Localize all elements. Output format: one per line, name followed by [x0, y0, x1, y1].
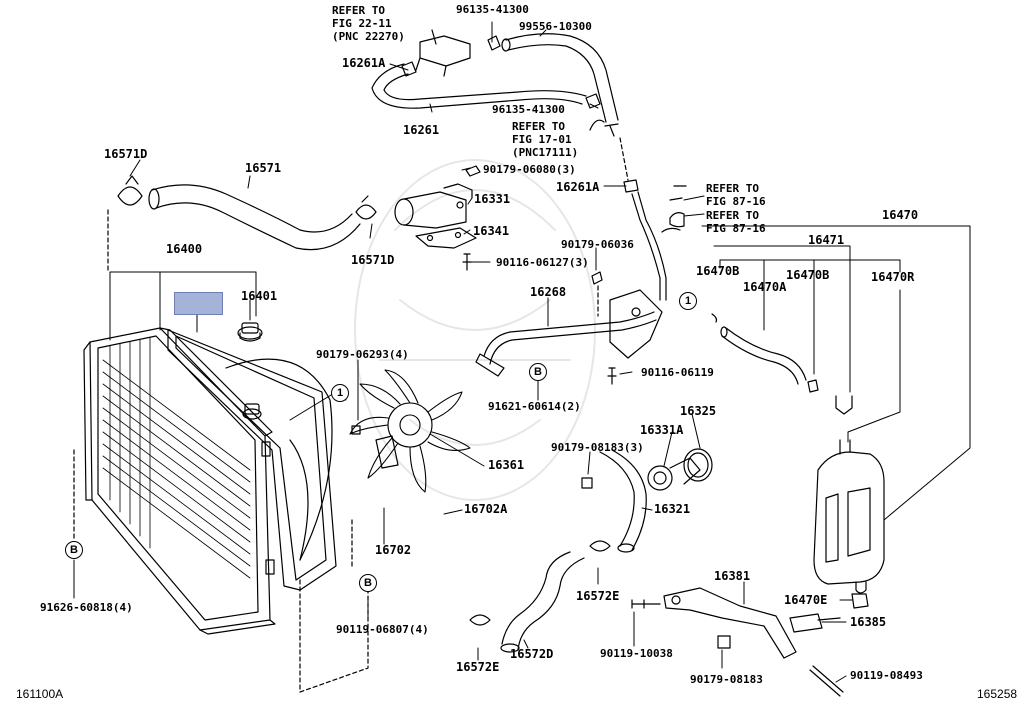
label-16571D-bottom[interactable]: 16571D [351, 253, 395, 267]
thermostat-16331A-drawing [647, 457, 701, 491]
label-16321[interactable]: 16321 [654, 502, 691, 516]
label-96135-mid[interactable]: 96135-41300 [492, 103, 565, 116]
reservoir-drawing [813, 395, 885, 594]
ref-fig22-line1: REFER TO [332, 4, 385, 17]
callout-b-91621[interactable]: B [529, 363, 547, 381]
label-16385[interactable]: 16385 [850, 615, 887, 629]
label-16331[interactable]: 16331 [474, 192, 511, 206]
ref-fig17[interactable]: REFER TO FIG 17-01 (PNC17111) [512, 120, 578, 159]
label-16571[interactable]: 16571 [245, 161, 282, 175]
dashed-leaders [73, 137, 629, 693]
label-16341[interactable]: 16341 [473, 224, 510, 238]
label-16325[interactable]: 16325 [680, 404, 717, 418]
label-90116-06127[interactable]: 90116-06127(3) [496, 256, 589, 269]
clamp-16571D-top [117, 175, 143, 206]
label-16470R[interactable]: 16470R [871, 270, 915, 284]
hook-fig17-drawing [589, 119, 605, 131]
label-16268[interactable]: 16268 [530, 285, 567, 299]
hose-16261-drawing [371, 33, 619, 137]
callout-b-90119[interactable]: B [359, 574, 377, 592]
ref-fig87a-line2: FIG 87-16 [706, 195, 766, 208]
ref-fig17-line1: REFER TO [512, 120, 565, 133]
label-90179-08183[interactable]: 90179-08183 [690, 673, 763, 686]
clamp-16571D-bottom [355, 195, 377, 220]
label-16401[interactable]: 16401 [241, 289, 278, 303]
water-outlet-16331-drawing [394, 183, 473, 229]
label-90116-06119[interactable]: 90116-06119 [641, 366, 714, 379]
label-16470B-right[interactable]: 16470B [786, 268, 830, 282]
ref-fig17-line3: (PNC17111) [512, 146, 579, 159]
ref-fig22[interactable]: REFER TO FIG 22-11 (PNC 22270) [332, 4, 405, 43]
gasket-16325-drawing [683, 448, 713, 482]
cap-16401-drawing [237, 322, 263, 342]
label-16702[interactable]: 16702 [375, 543, 412, 557]
label-16261A-top[interactable]: 16261A [342, 56, 386, 70]
label-16572D[interactable]: 16572D [510, 647, 554, 661]
highlighted-part-box[interactable] [174, 292, 223, 315]
figure-id-right: 165258 [977, 687, 1018, 701]
fan-drawing [349, 369, 471, 493]
ref-fig22-line2: FIG 22-11 [332, 17, 392, 30]
label-16400[interactable]: 16400 [166, 242, 203, 256]
gasket-16341-drawing [415, 227, 477, 249]
label-90179-06036[interactable]: 90179-06036 [561, 238, 634, 251]
label-91626-60818[interactable]: 91626-60818(4) [40, 601, 133, 614]
callout-1-reservoir[interactable]: 1 [679, 292, 697, 310]
hose-16470A-drawing [711, 313, 819, 393]
ref-fig17-line2: FIG 17-01 [512, 133, 572, 146]
radiator-drawing [83, 327, 276, 635]
label-16702A[interactable]: 16702A [464, 502, 508, 516]
hose-16321-drawing [599, 449, 647, 553]
figure-id-left: 161100A [16, 687, 64, 701]
ref-fig87b-line1: REFER TO [706, 209, 759, 222]
bolt-drawings [351, 165, 844, 697]
ref-fig87b[interactable]: REFER TO FIG 87-16 [706, 209, 766, 235]
label-90179-06080[interactable]: 90179-06080(3) [483, 163, 576, 176]
label-16331A[interactable]: 16331A [640, 423, 684, 437]
label-16470B-left[interactable]: 16470B [696, 264, 740, 278]
ref-fig87a[interactable]: REFER TO FIG 87-16 [706, 182, 766, 208]
bracket-16381-drawing [663, 587, 797, 659]
label-90179-08183-3[interactable]: 90179-08183(3) [551, 441, 644, 454]
watermark [354, 159, 596, 501]
fan-shroud-drawing [167, 329, 337, 591]
leader-lines [73, 21, 971, 683]
hose-overflow-drawing [631, 185, 687, 301]
clamps-16572E-drawing [469, 540, 611, 626]
clamp-upper-drawings [401, 35, 639, 193]
label-99556[interactable]: 99556-10300 [519, 20, 592, 33]
label-16470E[interactable]: 16470E [784, 593, 828, 607]
callout-b-91626[interactable]: B [65, 541, 83, 559]
label-90119-08493[interactable]: 90119-08493 [850, 669, 923, 682]
label-16572E-bottom[interactable]: 16572E [456, 660, 500, 674]
hose-16572D-drawing [500, 551, 585, 653]
ref-fig87b-line2: FIG 87-16 [706, 222, 766, 235]
label-90179-06293[interactable]: 90179-06293(4) [316, 348, 409, 361]
label-91621-60614[interactable]: 91621-60614(2) [488, 400, 581, 413]
label-90119-06807[interactable]: 90119-06807(4) [336, 623, 429, 636]
label-90119-10038[interactable]: 90119-10038 [600, 647, 673, 660]
label-16572E-top[interactable]: 16572E [576, 589, 620, 603]
fan-coupling-drawing [375, 435, 399, 469]
label-16470A[interactable]: 16470A [743, 280, 787, 294]
label-16470[interactable]: 16470 [882, 208, 919, 222]
pipe-16268-drawing [475, 289, 663, 377]
label-16571D-top[interactable]: 16571D [104, 147, 148, 161]
ref-fig22-line3: (PNC 22270) [332, 30, 405, 43]
cap-16470E-drawing [851, 593, 869, 609]
drain-16385-drawing [789, 613, 841, 633]
label-16361[interactable]: 16361 [488, 458, 525, 472]
label-16261[interactable]: 16261 [403, 123, 440, 137]
bracket-fig22-drawing [415, 29, 471, 77]
label-16261A-mid[interactable]: 16261A [556, 180, 600, 194]
label-96135-top[interactable]: 96135-41300 [456, 3, 529, 16]
label-16381[interactable]: 16381 [714, 569, 751, 583]
label-16471[interactable]: 16471 [808, 233, 845, 247]
hose-16571-drawing [148, 184, 361, 251]
callout-1-shroud[interactable]: 1 [331, 384, 349, 402]
ref-fig87a-line1: REFER TO [706, 182, 759, 195]
